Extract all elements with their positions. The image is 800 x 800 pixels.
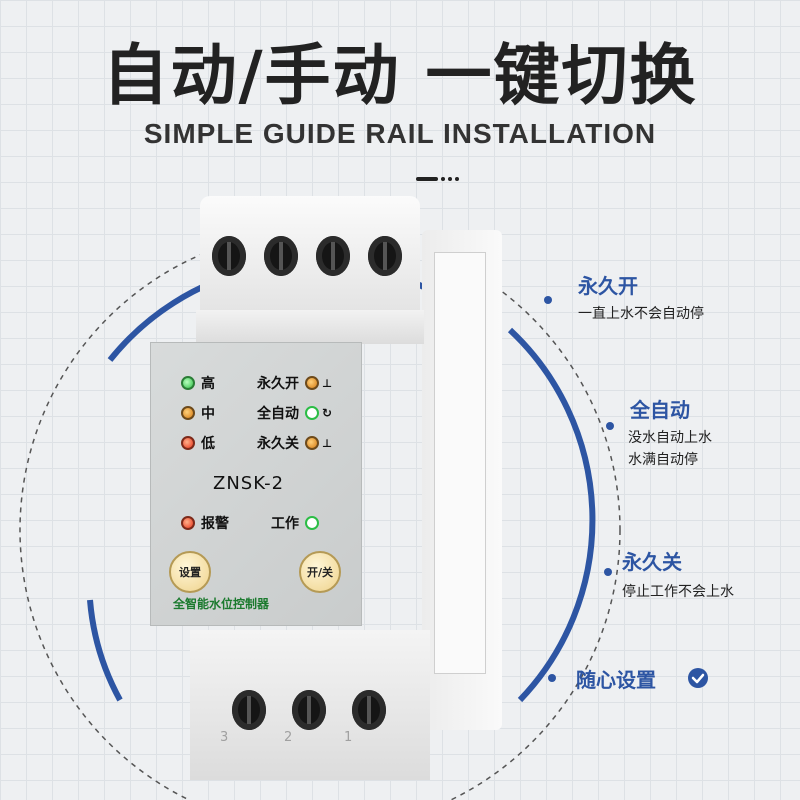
set-button[interactable]: 设置 — [169, 551, 211, 593]
dash-ornament — [416, 168, 459, 187]
led-indicator — [305, 376, 319, 390]
top-terminal-block — [200, 196, 420, 312]
level-low: 低 — [181, 433, 215, 453]
terminal-number: 1 — [344, 730, 353, 745]
level-high: 高 — [181, 373, 215, 393]
water-level-controller: 3 2 1 高 中 低 永久开 ⊥ 全自动 ↻ 永久关 ⊥ — [150, 190, 510, 790]
led-indicator — [181, 436, 195, 450]
terminal-screw — [232, 690, 266, 730]
lower-body: 3 2 1 — [190, 630, 430, 780]
annotation-title: 永久关 — [622, 550, 682, 574]
annotation-desc: 水满自动停 — [628, 452, 698, 468]
terminal-screw — [292, 690, 326, 730]
mode-auto: 全自动 ↻ — [257, 406, 333, 422]
terminal-screw — [352, 690, 386, 730]
terminal-screw — [212, 236, 246, 276]
model-number: ZNSK-2 — [213, 473, 285, 494]
annotation-dot — [604, 568, 612, 576]
subheadline: SIMPLE GUIDE RAIL INSTALLATION — [143, 118, 657, 149]
led-indicator — [305, 436, 319, 450]
annotation-dot — [606, 422, 614, 430]
faucet-icon: ⊥ — [322, 436, 333, 450]
brand-label: 全智能水位控制器 — [173, 597, 270, 611]
terminal-screw — [264, 236, 298, 276]
led-indicator — [305, 406, 319, 420]
headline: 自动/手动 一键切换 — [102, 37, 698, 114]
led-indicator — [181, 376, 195, 390]
wiring-label — [434, 252, 486, 674]
terminal-screw — [316, 236, 350, 276]
power-button[interactable]: 开/关 — [299, 551, 341, 593]
led-indicator — [305, 516, 319, 530]
terminal-number: 3 — [220, 730, 229, 745]
annotation-dot — [544, 296, 552, 304]
faucet-icon: ⊥ — [322, 376, 333, 390]
mode-always-on: 永久开 ⊥ — [257, 376, 333, 392]
annotation-title: 全自动 — [630, 398, 690, 422]
led-indicator — [181, 406, 195, 420]
terminal-screw — [368, 236, 402, 276]
level-mid: 中 — [181, 403, 215, 423]
annotation-title: 永久开 — [578, 274, 638, 298]
led-indicator — [181, 516, 195, 530]
annotation-dot — [548, 674, 556, 682]
mode-always-off: 永久关 ⊥ — [257, 436, 333, 452]
terminal-number: 2 — [284, 730, 293, 745]
alarm-indicator: 报警 — [181, 513, 229, 533]
annotation-title: 随心设置 — [576, 668, 656, 692]
cycle-icon: ↻ — [322, 406, 333, 420]
check-icon — [688, 668, 708, 688]
annotation-desc: 没水自动上水 — [628, 430, 712, 446]
annotation-desc: 停止工作不会上水 — [622, 584, 734, 600]
top-ridge — [196, 310, 424, 344]
annotation-desc: 一直上水不会自动停 — [578, 306, 704, 322]
work-indicator: 工作 — [271, 513, 319, 533]
control-panel: 高 中 低 永久开 ⊥ 全自动 ↻ 永久关 ⊥ ZNSK-2 报警 — [150, 342, 362, 626]
